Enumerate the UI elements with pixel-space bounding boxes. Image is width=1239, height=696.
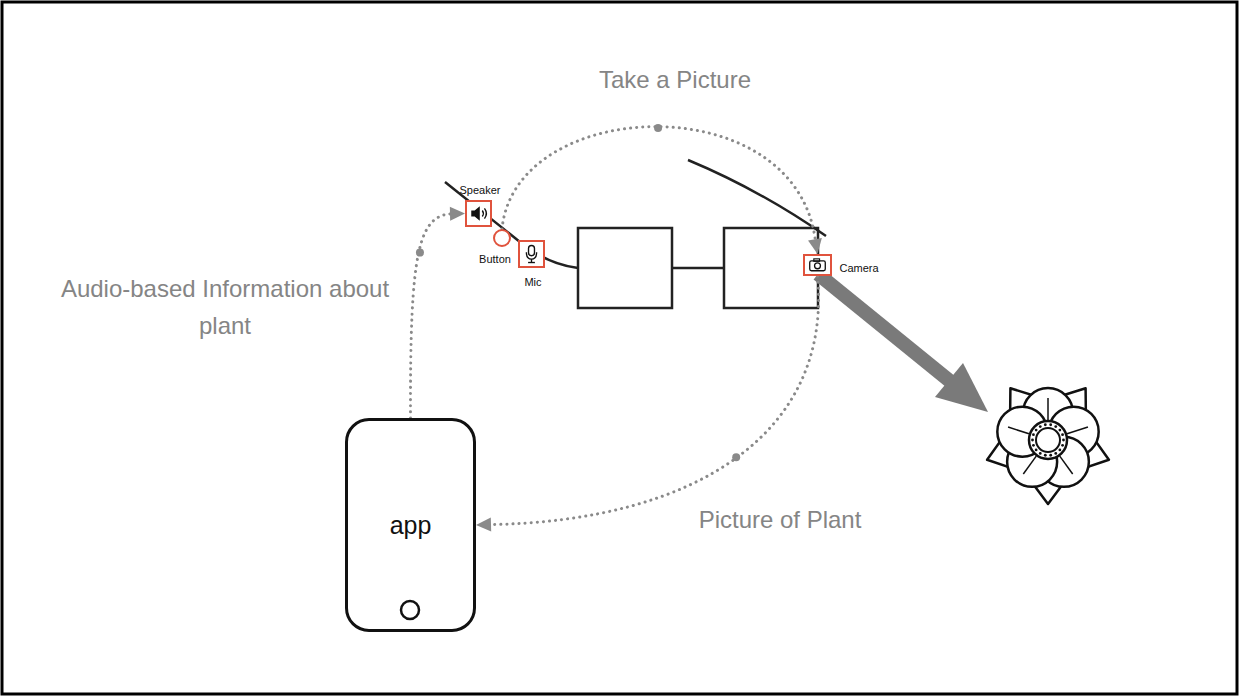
part-label: Mic bbox=[524, 277, 541, 288]
dotted-connector bbox=[410, 207, 465, 418]
right-temple bbox=[688, 160, 826, 236]
home-button bbox=[401, 601, 419, 619]
app-text: app bbox=[390, 511, 432, 540]
part-label: Speaker bbox=[460, 185, 501, 196]
view-arrow-head bbox=[935, 363, 988, 412]
part-label: Camera bbox=[839, 263, 878, 274]
flower bbox=[987, 388, 1109, 504]
dotted-connector bbox=[502, 124, 822, 254]
bridge bbox=[672, 267, 724, 270]
left-lens bbox=[578, 228, 672, 308]
camera-box: Camera bbox=[803, 254, 832, 276]
edge-label: Take a Picture bbox=[595, 61, 755, 98]
edge-label: Picture of Plant bbox=[695, 501, 866, 538]
view-arrow-shaft bbox=[818, 274, 951, 382]
speaker-box: Speaker bbox=[465, 200, 492, 227]
button-circle: Button bbox=[493, 229, 511, 247]
dotted-connector bbox=[476, 276, 819, 532]
edge-label: Audio-based Information about plant bbox=[56, 270, 394, 344]
part-label: Button bbox=[479, 254, 511, 265]
mic-box: Mic bbox=[518, 240, 545, 268]
phone-app: app bbox=[345, 418, 476, 632]
